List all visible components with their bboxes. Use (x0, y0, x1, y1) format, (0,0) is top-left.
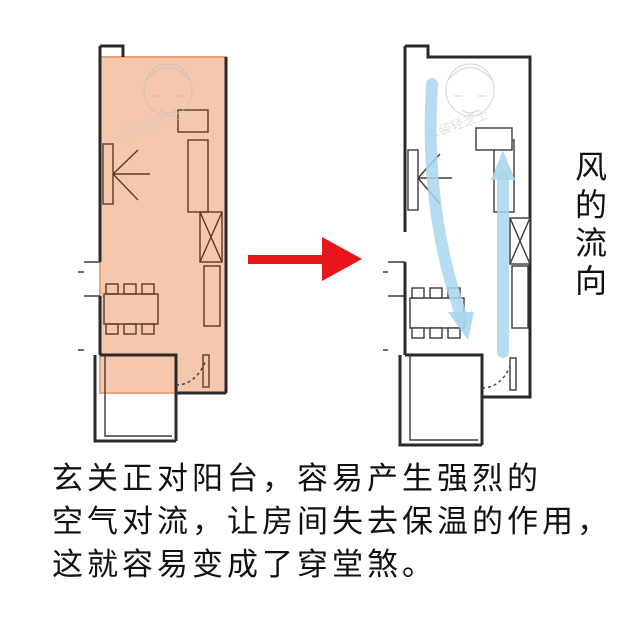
side-label-char: 流 (574, 224, 607, 262)
caption-line: 这就容易变成了穿堂煞。 (52, 547, 437, 583)
wind-direction-label: 风 的 流 向 (566, 148, 616, 300)
caption-line: 玄关正对阳台，容易产生强烈的 (52, 461, 542, 497)
side-label-char: 风 (574, 148, 607, 186)
side-label-char: 的 (574, 186, 607, 224)
left-floor-plan: 家装轻芝士 (78, 44, 228, 443)
highlighted-area (99, 56, 227, 394)
right-floor-plan: 家装轻芝士 (383, 44, 532, 447)
wind-flow-arrows (424, 78, 515, 358)
explanation-caption: 玄关正对阳台，容易产生强烈的 空气对流，让房间失去保温的作用， 这就容易变成了穿… (52, 458, 632, 587)
side-label-char: 向 (574, 262, 607, 300)
transition-arrow (248, 237, 362, 281)
caption-line: 空气对流，让房间失去保温的作用， (52, 504, 612, 540)
